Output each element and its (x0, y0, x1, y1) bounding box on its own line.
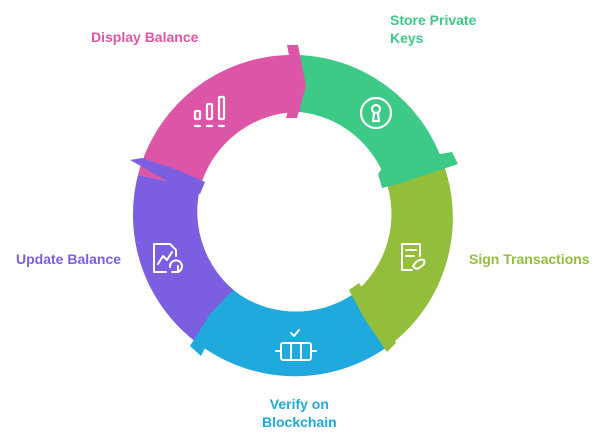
bar-chart-icon (193, 95, 226, 128)
connector-sign-to-verify (349, 283, 396, 352)
label-store-private-keys: Store Private Keys (390, 11, 476, 47)
chart-refresh-icon (153, 243, 183, 273)
keyhole-icon (359, 96, 393, 130)
label-line: Verify on (269, 396, 329, 412)
label-line: Update Balance (16, 251, 122, 267)
blockchain-ledger-icon (275, 329, 317, 361)
label-line: Display Balance (91, 29, 199, 45)
segment-display-balance (138, 54, 300, 188)
connector-store-to-sign (378, 152, 458, 188)
label-verify-on-blockchain: Verify on Blockchain (262, 395, 337, 431)
segment-update-balance (132, 175, 240, 345)
label-display-balance: Display Balance (91, 28, 198, 46)
segment-store-private-keys (300, 55, 442, 178)
connector-verify-to-update (190, 290, 244, 356)
label-line: Store Private (390, 12, 477, 28)
label-line: Blockchain (262, 414, 337, 430)
label-line: Sign Transactions (469, 251, 590, 267)
label-line: Keys (390, 30, 424, 46)
signed-document-icon (401, 243, 426, 271)
label-sign-transactions: Sign Transactions (469, 250, 590, 268)
label-update-balance: Update Balance (16, 250, 121, 268)
connector-update-to-display (130, 158, 205, 194)
connector-display-to-store (286, 45, 306, 118)
